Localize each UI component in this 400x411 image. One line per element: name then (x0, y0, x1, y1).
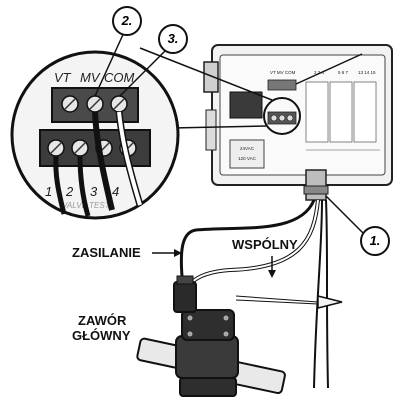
callout-3: 3. (158, 24, 188, 54)
transformer-label-2: 120 VAC (238, 156, 256, 161)
conduit-fitting (305, 169, 327, 201)
transformer-label-1: 24VAC (240, 146, 255, 151)
controller-unit: 24VAC 120 VAC VT MV COM 2 3 4 5 6 7 13 1… (203, 44, 393, 201)
controller-side-clip-icon (205, 109, 217, 151)
controller-hinge-icon (203, 61, 219, 93)
callout-2: 2. (112, 6, 142, 36)
common-wire (189, 199, 319, 285)
mini-terminal-strip (267, 79, 297, 91)
zone-number-1: 1 (45, 184, 52, 199)
zone-number-2: 2 (65, 184, 74, 199)
zone-module-1 (305, 81, 329, 143)
magnified-terminal-view: VT MV COM 1 2 3 4 VALVE TEST (10, 50, 180, 220)
power-wire (179, 199, 316, 277)
zone-col-label-1: 2 3 4 (314, 70, 325, 75)
master-valve-icon (136, 275, 286, 397)
zone-col-label-2: 5 6 7 (338, 70, 349, 75)
terminal-label-com: COM (104, 70, 135, 85)
com-wire-white (117, 111, 142, 206)
transformer-icon (229, 91, 263, 119)
valve-label-line2: GŁÓWNY (72, 328, 131, 343)
terminal-label-mv: MV (80, 70, 101, 85)
zone-col-label-3: 13 14 15 (358, 70, 376, 75)
zone-module-3 (353, 81, 377, 143)
transformer-label-plate (229, 139, 265, 169)
valve-label-line1: ZAWÓR (78, 313, 127, 328)
mv-wire-dark (92, 111, 115, 211)
solenoid-icon (173, 281, 197, 313)
zone-number-4: 4 (112, 184, 119, 199)
zone-number-3: 3 (90, 184, 98, 199)
zone-module-2 (329, 81, 353, 143)
wire-connector-icon (317, 295, 343, 309)
zoom-source-circle (263, 97, 301, 135)
common-label: WSPÓLNY (232, 237, 298, 252)
power-label: ZASILANIE (72, 245, 141, 260)
terminal-label-vt: VT (54, 70, 72, 85)
callout-1: 1. (360, 226, 390, 256)
mini-terminal-label: VT MV COM (270, 70, 296, 75)
